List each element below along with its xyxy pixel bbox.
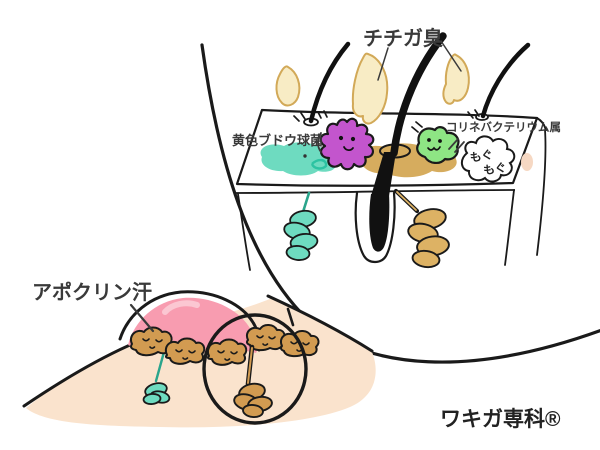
teal-patch-squiggle (310, 158, 328, 170)
slab-left-face-line (237, 193, 251, 271)
odor-puff (351, 52, 389, 125)
odor-pointer-line (377, 47, 389, 81)
coryne-motion-ticks (411, 121, 423, 133)
magnifier-circle-small (202, 313, 308, 425)
speech-bubble-outline (461, 135, 516, 183)
slab-side-blush (521, 153, 533, 171)
hair (480, 42, 531, 119)
munch-text-line1: もぐ (469, 148, 494, 165)
coryne-body (416, 126, 460, 164)
eccrine-gland-large (283, 209, 319, 261)
label-odor: チチガ臭 (363, 26, 443, 50)
hair-root (371, 152, 396, 196)
apocrine-duct-large-inner (396, 191, 417, 211)
staph-eye (350, 136, 356, 142)
eccrine-coil (142, 393, 162, 405)
sweat-droplet-faces (142, 335, 310, 362)
hair (308, 41, 351, 124)
pore-tick-marks (293, 109, 480, 122)
label-staph: 黄色ブドウ球菌 (232, 133, 323, 148)
slab-right-face-line (504, 189, 515, 266)
staph-mouth (343, 146, 354, 152)
coryne-eye (427, 138, 431, 142)
areola-shine (162, 300, 200, 315)
staph-pointer-bracket (317, 132, 322, 153)
brand-logo: ワキガ専科® (440, 407, 561, 431)
munch-speech-bubble: もぐ もぐ (461, 135, 516, 183)
odor-pointer-line (440, 40, 462, 72)
slab-right-side-line (536, 129, 547, 256)
eccrine-duct-small (154, 350, 166, 383)
odor-puff (442, 53, 470, 105)
sweat-droplet (164, 337, 206, 365)
label-apocrine: アポクリン汗 (32, 280, 152, 304)
odor-puffs (275, 52, 470, 125)
staph-eye (338, 135, 344, 141)
coryne-eye (438, 139, 442, 143)
apocrine-duct-small-inner (247, 347, 253, 384)
coryne-pointer-ticks (448, 138, 465, 153)
coryne-bacteria (411, 121, 460, 164)
sweat-droplet (206, 338, 248, 366)
munch-text-line2: もぐ (482, 161, 507, 178)
hair (390, 32, 447, 157)
apocrine-pointer-line (129, 303, 155, 333)
apocrine-gland-small (233, 344, 273, 419)
staph-body (319, 117, 375, 171)
odor-puff (275, 65, 301, 107)
skin-mound-outline-right (266, 294, 374, 353)
hair-root-bulb (369, 194, 390, 252)
hairs (308, 32, 531, 157)
label-coryne: コリネバクテリウム属 (446, 121, 561, 134)
magnifier-connector-line (286, 307, 295, 327)
skin-mound-outline-left (22, 343, 132, 408)
label-pointers (129, 40, 465, 333)
teal-patch-dot (303, 154, 307, 158)
eccrine-gland-small (142, 350, 171, 405)
staph-bacteria (319, 117, 375, 171)
below-surface (283, 152, 450, 269)
coryne-mouth (427, 146, 441, 151)
apocrine-gland-large (407, 208, 450, 269)
eccrine-duct-large (301, 191, 311, 214)
apocrine-coil (242, 403, 264, 419)
